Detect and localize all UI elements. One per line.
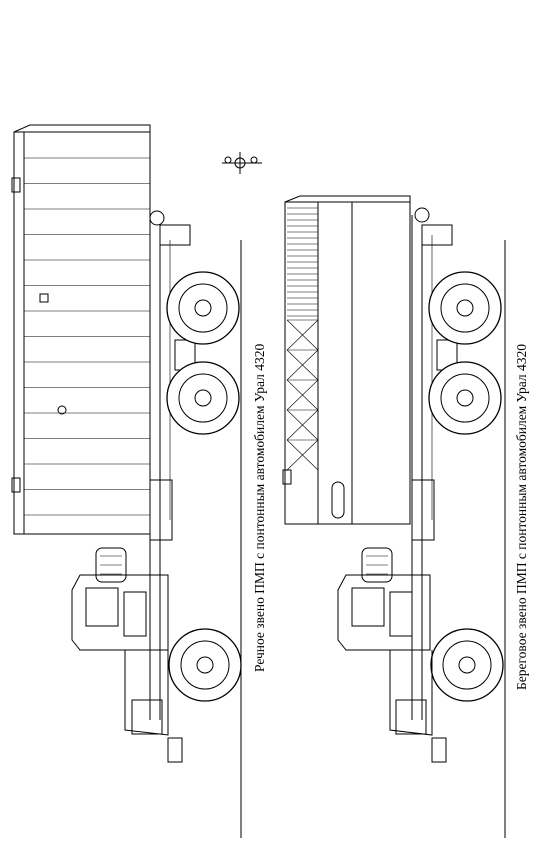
river-link-caption: Речное звено ПМП с понтонным автомобилем… — [252, 343, 267, 672]
pontoon-ribs — [24, 157, 150, 516]
front-grille — [131, 699, 163, 735]
front-bumper — [167, 737, 183, 763]
pontoon-outline — [13, 131, 151, 535]
shore-link-caption: Береговое звено ПМП с понтонным автомоби… — [514, 344, 529, 690]
pontoon-top-lip — [13, 124, 151, 133]
shore-rear-hitch — [421, 224, 453, 246]
river-front-wheel — [168, 628, 242, 702]
mid-winch — [149, 479, 173, 541]
shore-pontoon-top-lip — [284, 195, 411, 203]
river-rear-wheel-1 — [166, 271, 240, 345]
truss-diagonal — [286, 349, 319, 381]
shore-cab-body — [337, 574, 431, 651]
engine-hood — [124, 650, 169, 736]
shore-cab-window — [351, 587, 385, 627]
river-spare-wheel — [95, 547, 127, 583]
shore-front-grille — [395, 699, 427, 735]
shore-truss — [286, 319, 319, 471]
rear-hitch — [159, 224, 191, 246]
pontoon-fitting — [57, 405, 67, 415]
rear-roller — [149, 210, 165, 226]
shore-hatch — [331, 481, 345, 519]
truss-diagonal — [286, 319, 319, 351]
shore-cab-door — [389, 591, 413, 637]
shore-spare-wheel — [361, 547, 393, 583]
river-pontoon — [11, 124, 151, 535]
truss-diagonal — [286, 439, 319, 471]
shore-rear-wheel-2 — [428, 361, 502, 435]
river-rear-wheel-2 — [166, 361, 240, 435]
shore-pontoon — [282, 195, 411, 525]
shore-truck-cab — [337, 574, 447, 763]
shore-link-drawing — [282, 195, 506, 838]
pontoon-bracket-bottom — [11, 477, 21, 493]
shore-engine-hood — [389, 650, 433, 736]
shore-ramp-ladder — [287, 207, 318, 317]
river-link-drawing — [11, 124, 262, 838]
shore-rear-roller — [414, 207, 430, 223]
shore-mid-winch — [411, 479, 435, 541]
shore-front-wheel — [430, 628, 504, 702]
river-chassis — [149, 210, 196, 720]
river-truck-cab — [71, 574, 183, 763]
shore-rear-wheel-1 — [428, 271, 502, 345]
cab-window — [85, 587, 119, 627]
pontoon-hatch — [39, 293, 49, 303]
shore-front-bumper — [431, 737, 447, 763]
truss-diagonal — [286, 379, 319, 411]
cab-door — [123, 591, 147, 637]
shore-pontoon-outline — [284, 201, 411, 525]
truss-diagonal — [286, 409, 319, 441]
pontoon-bracket-top — [11, 177, 21, 193]
shore-bracket — [282, 469, 292, 485]
emblem-icon — [222, 152, 262, 174]
